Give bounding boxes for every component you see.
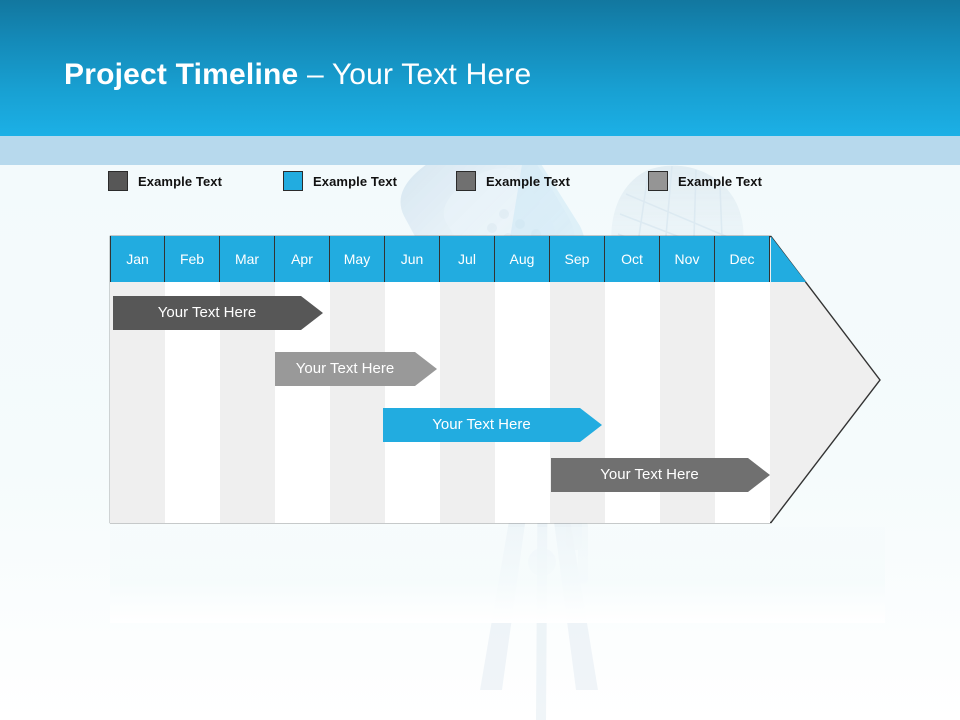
timeline-bar-2-shape-icon xyxy=(275,352,437,386)
month-cell-aug[interactable]: Aug xyxy=(495,236,550,282)
legend-label-2: Example Text xyxy=(313,173,398,189)
timeline-bar-1[interactable]: Your Text Here xyxy=(113,296,323,330)
legend-label-4: Example Text xyxy=(678,173,763,189)
month-cell-feb[interactable]: Feb xyxy=(165,236,220,282)
timeline-bar-3-label: Your Text Here xyxy=(432,416,531,433)
month-cell-dec[interactable]: Dec xyxy=(715,236,770,282)
timeline-bar-3[interactable]: Your Text Here xyxy=(383,408,602,442)
month-header-row: Jan Feb Mar Apr May Jun Jul Aug Sep Oct … xyxy=(110,236,770,282)
month-cell-jan[interactable]: Jan xyxy=(110,236,165,282)
month-cell-mar[interactable]: Mar xyxy=(220,236,275,282)
legend-swatch-light-gray-icon xyxy=(648,171,668,191)
month-cell-jun[interactable]: Jun xyxy=(385,236,440,282)
slide-header-band xyxy=(0,0,960,136)
month-cell-sep[interactable]: Sep xyxy=(550,236,605,282)
legend-label-1: Example Text xyxy=(138,173,223,189)
month-cell-may[interactable]: May xyxy=(330,236,385,282)
legend-item-4[interactable]: Example Text xyxy=(648,168,762,194)
timeline-bar-1-shape-icon xyxy=(113,296,323,330)
page-title-light: – Your Text Here xyxy=(298,58,532,91)
legend-swatch-dark-gray-icon xyxy=(108,171,128,191)
legend-item-2[interactable]: Example Text xyxy=(283,168,397,194)
page-title: Project Timeline – Your Text Here xyxy=(64,58,531,92)
month-cell-oct[interactable]: Oct xyxy=(605,236,660,282)
legend-swatch-cyan-icon xyxy=(283,171,303,191)
legend-label-3: Example Text xyxy=(486,173,571,189)
column-stripe-aug xyxy=(495,282,550,523)
month-cell-apr[interactable]: Apr xyxy=(275,236,330,282)
timeline-bar-1-label: Your Text Here xyxy=(157,304,257,321)
timeline-bar-2[interactable]: Your Text Here xyxy=(275,352,437,386)
month-cell-nov[interactable]: Nov xyxy=(660,236,715,282)
column-stripe-may xyxy=(330,282,385,523)
legend: Example Text Example Text Example Text E… xyxy=(108,168,848,196)
timeline-bar-3-shape-icon xyxy=(383,408,602,442)
timeline-bar-4-label: Your Text Here xyxy=(600,466,699,483)
legend-swatch-medium-gray-icon xyxy=(456,171,476,191)
timeline-bar-4-shape-icon xyxy=(551,458,770,492)
legend-item-3[interactable]: Example Text xyxy=(456,168,570,194)
month-cell-jul[interactable]: Jul xyxy=(440,236,495,282)
slide-header-accent-band xyxy=(0,136,960,165)
timeline-bar-2-label: Your Text Here xyxy=(295,360,395,377)
timeline-bar-4[interactable]: Your Text Here xyxy=(551,458,770,492)
legend-item-1[interactable]: Example Text xyxy=(108,168,222,194)
column-stripe-jun xyxy=(385,282,440,523)
column-stripe-jul xyxy=(440,282,495,523)
page-title-bold: Project Timeline xyxy=(64,58,299,91)
timeline-chart: Jan Feb Mar Apr May Jun Jul Aug Sep Oct … xyxy=(109,235,885,526)
